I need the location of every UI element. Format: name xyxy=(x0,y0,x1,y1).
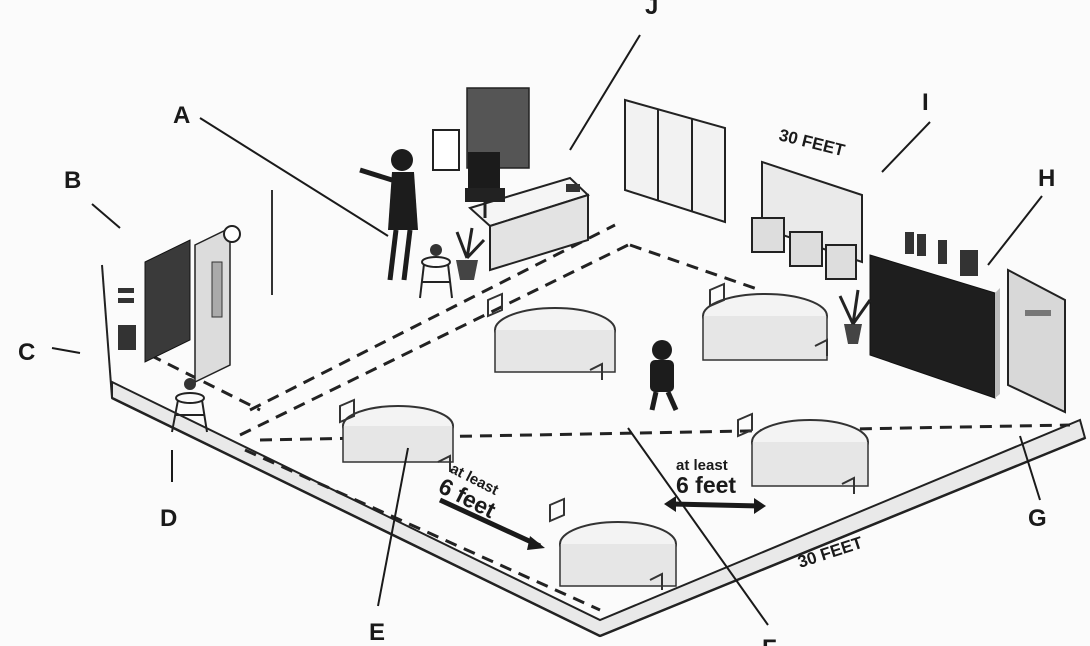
student-table xyxy=(703,294,827,360)
plant-shelf xyxy=(840,290,870,344)
dimension-back: 30 FEET xyxy=(777,125,847,160)
student-figure xyxy=(650,340,676,410)
object-on-teacher-stool xyxy=(430,244,442,256)
label-c: C xyxy=(18,339,35,366)
object-on-stool xyxy=(184,378,196,390)
label-e: E xyxy=(369,619,385,646)
svg-text:6 feet: 6 feet xyxy=(676,472,736,498)
bulletin-board xyxy=(145,240,190,362)
picture-frame xyxy=(433,130,459,170)
spacing-note-horizontal: at least 6 feet xyxy=(676,457,736,498)
wall-notices xyxy=(118,288,136,350)
label-f: F xyxy=(762,635,777,646)
student-table xyxy=(343,406,453,462)
right-door xyxy=(1008,270,1065,412)
label-j: J xyxy=(645,0,658,20)
label-d: D xyxy=(160,505,177,532)
label-b: B xyxy=(64,167,81,194)
cubby-shelf xyxy=(870,255,1000,398)
teacher-figure xyxy=(360,149,418,280)
left-door xyxy=(195,228,230,382)
student-table xyxy=(752,420,868,486)
stool-teacher xyxy=(420,257,452,298)
label-a: A xyxy=(173,102,190,129)
label-g: G xyxy=(1028,505,1047,532)
spacing-note-diagonal: at least 6 feet xyxy=(435,459,507,523)
student-table xyxy=(495,308,615,372)
desk-phone xyxy=(566,184,580,192)
label-h: H xyxy=(1038,165,1055,192)
back-windows xyxy=(625,100,725,222)
label-i: I xyxy=(922,89,929,116)
plant-desk xyxy=(456,228,484,280)
wall-clock xyxy=(224,226,240,242)
